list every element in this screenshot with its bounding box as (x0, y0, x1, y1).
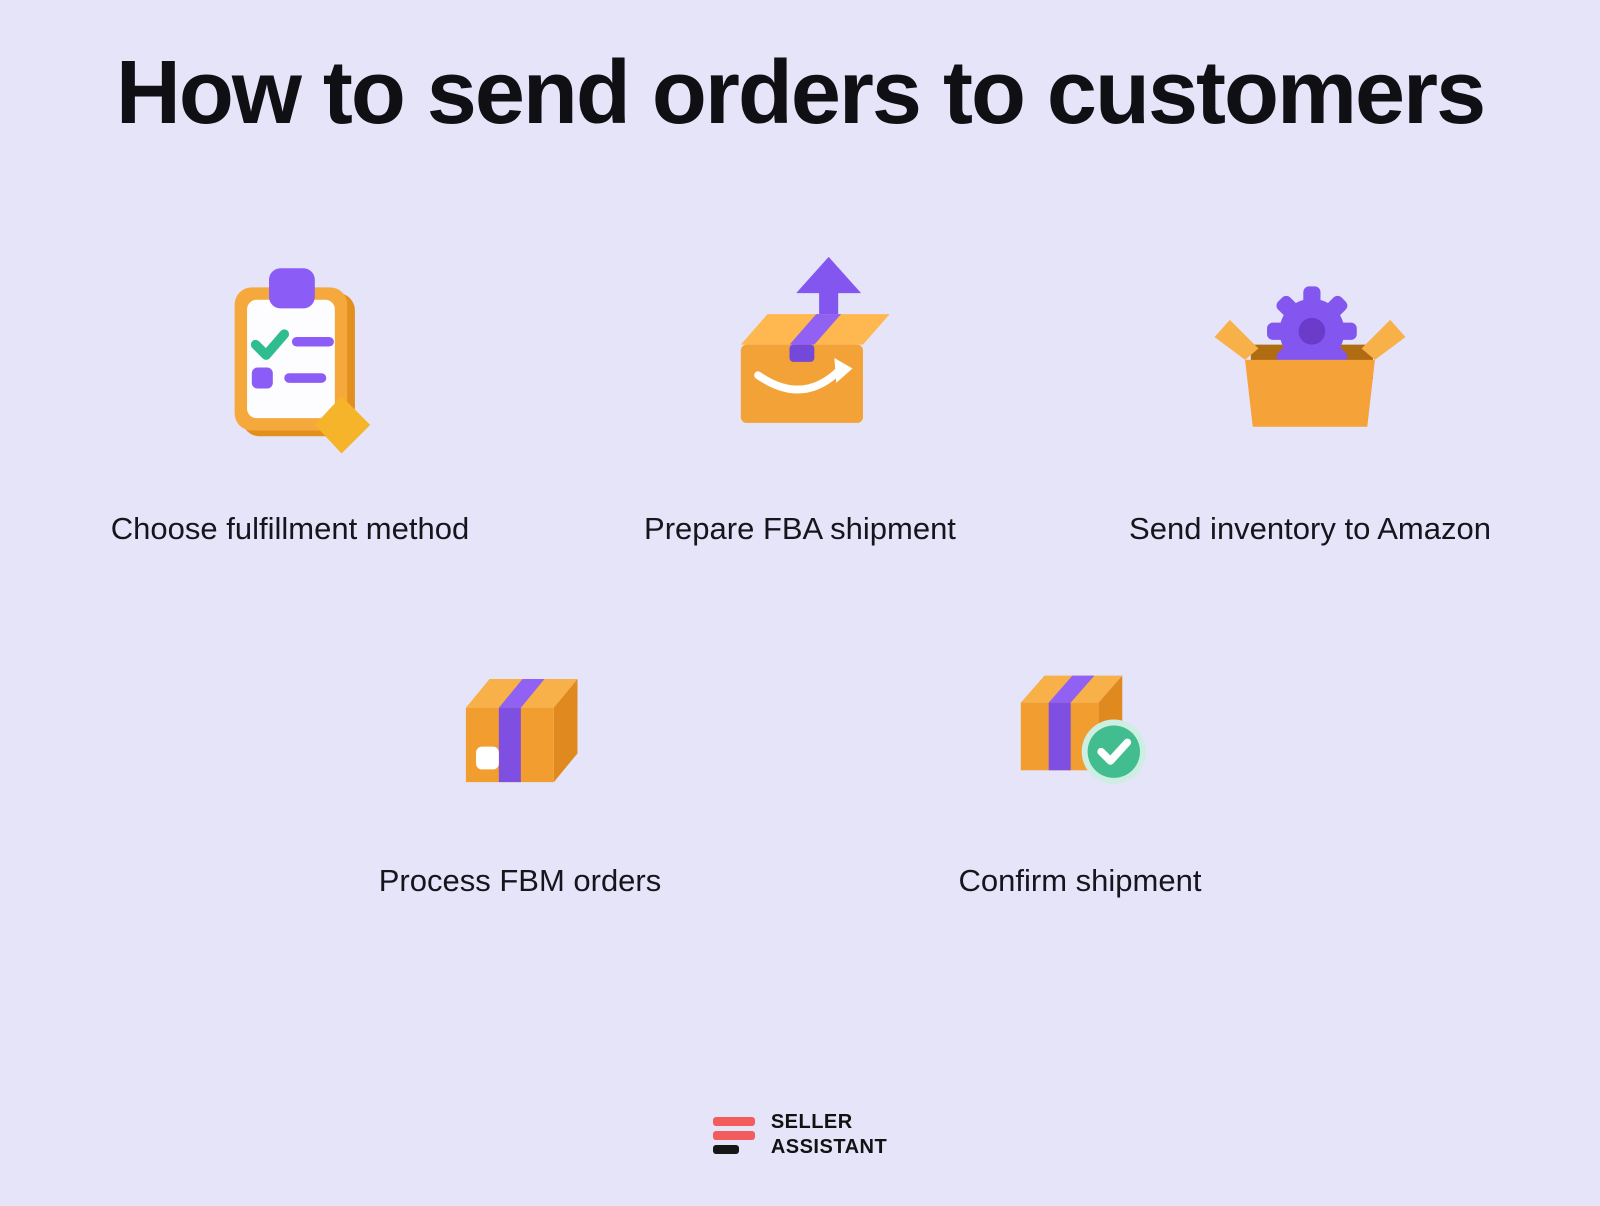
logo-bar-red-2 (712, 1130, 755, 1140)
brand-name-line1: SELLER (770, 1111, 853, 1133)
box-checkmark-icon (987, 635, 1173, 821)
step-process-fbm-orders: Process FBM orders (330, 635, 710, 899)
step-prepare-fba-shipment: Prepare FBA shipment (610, 253, 990, 547)
step-confirm-shipment: Confirm shipment (890, 635, 1270, 899)
clipboard-checklist-icon (185, 253, 395, 463)
brand-footer: SELLER ASSISTANT (0, 1110, 1600, 1160)
steps-row-1: Choose fulfillment method Prepare FBA sh… (0, 253, 1600, 547)
brand-name: SELLER ASSISTANT (771, 1110, 887, 1160)
step-label-process-fbm-orders: Process FBM orders (378, 863, 662, 898)
steps-row-2: Process FBM orders Confirm shipment (0, 635, 1600, 899)
logo-bar-black (712, 1144, 739, 1154)
seller-assistant-logo-icon (712, 1116, 755, 1154)
brand-name-line2: ASSISTANT (770, 1136, 888, 1158)
infographic-canvas: How to send orders to customers Choose f… (0, 44, 1600, 1206)
open-box-gear-icon (1205, 253, 1415, 463)
logo-bar-red-1 (712, 1116, 755, 1126)
step-send-inventory-to-amazon: Send inventory to Amazon (1120, 253, 1500, 547)
closed-box-tape-icon (427, 635, 613, 821)
box-arrow-up-icon (695, 253, 905, 463)
step-label-send-inventory-to-amazon: Send inventory to Amazon (1129, 511, 1491, 546)
page-title: How to send orders to customers (115, 43, 1486, 143)
step-label-choose-fulfillment-method: Choose fulfillment method (110, 511, 470, 546)
step-choose-fulfillment-method: Choose fulfillment method (100, 253, 480, 547)
step-label-prepare-fba-shipment: Prepare FBA shipment (644, 511, 956, 546)
step-label-confirm-shipment: Confirm shipment (958, 863, 1202, 898)
